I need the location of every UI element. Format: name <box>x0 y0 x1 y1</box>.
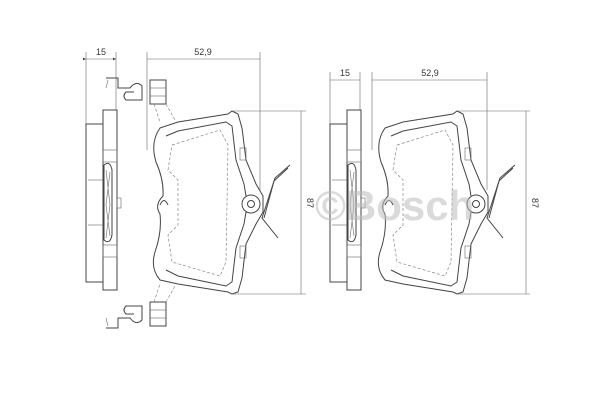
clip-bottom-left <box>105 283 176 329</box>
left-width-label: 52,9 <box>194 47 212 57</box>
left-thickness-label: 15 <box>96 47 106 57</box>
left-dimensions <box>83 52 306 295</box>
left-side-view <box>85 109 122 291</box>
watermark: ©Bosch <box>315 182 474 229</box>
left-height-label: 87 <box>305 198 315 208</box>
right-dimensions <box>329 72 530 295</box>
clip-top-left <box>105 77 176 123</box>
right-width-label: 52,9 <box>421 68 439 78</box>
right-thickness-label: 15 <box>340 68 350 78</box>
left-pad-front-view <box>152 110 291 295</box>
right-height-label: 87 <box>530 198 540 208</box>
